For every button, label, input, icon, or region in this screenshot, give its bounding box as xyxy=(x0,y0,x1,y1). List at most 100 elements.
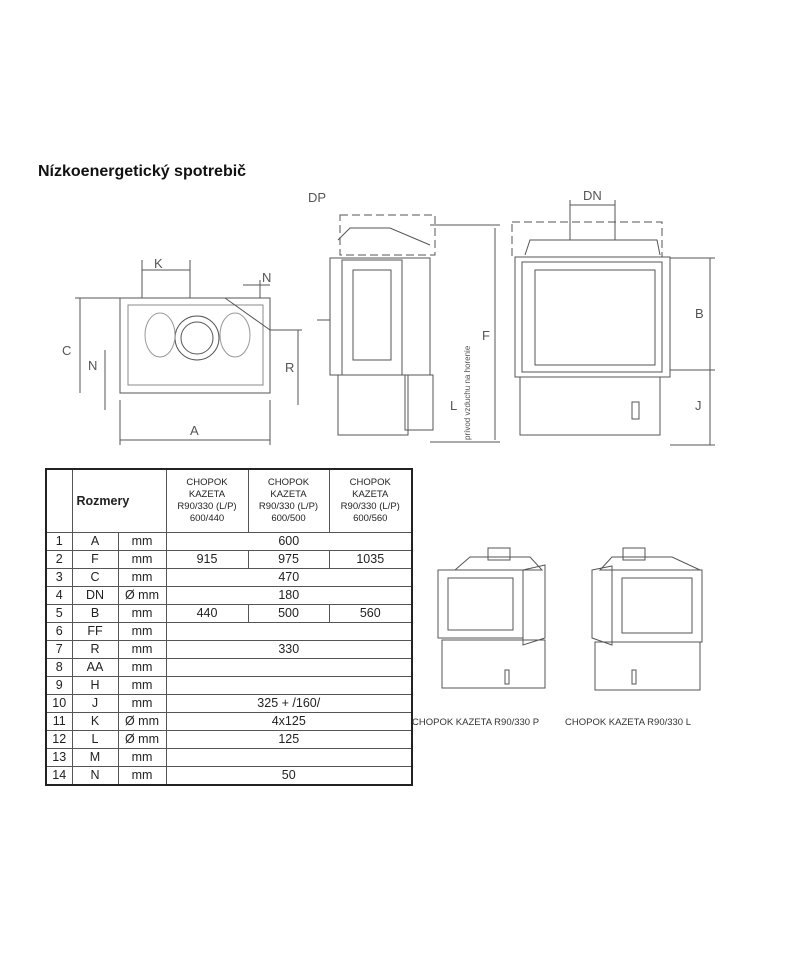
value-cell: 560 xyxy=(328,604,413,623)
air-intake-label: prívod vzduchu na horenie xyxy=(463,345,472,440)
unit: mm xyxy=(117,622,167,641)
page-title: Nízkoenergetický spotrebič xyxy=(38,163,247,180)
parameter: K xyxy=(71,712,119,731)
dim-label-r: R xyxy=(285,360,294,375)
row-number: 6 xyxy=(45,622,73,641)
dim-label-l: L xyxy=(450,398,457,413)
row-number: 10 xyxy=(45,694,73,713)
fireplace-3d-p xyxy=(437,547,546,689)
dim-label-j: J xyxy=(695,398,702,413)
parameter: N xyxy=(71,766,119,786)
row-number: 11 xyxy=(45,712,73,731)
parameter: AA xyxy=(71,658,119,677)
parameter: M xyxy=(71,748,119,767)
parameter: C xyxy=(71,568,119,587)
value-cell: 500 xyxy=(247,604,330,623)
row-number: 3 xyxy=(45,568,73,587)
value-cell: 915 xyxy=(165,550,249,569)
parameter: H xyxy=(71,676,119,695)
unit: Ø mm xyxy=(117,586,167,605)
front-view-drawing xyxy=(511,200,715,446)
parameter: DN xyxy=(71,586,119,605)
value-cell xyxy=(165,658,413,677)
value-cell: 325 + /160/ xyxy=(165,694,413,713)
parameter: B xyxy=(71,604,119,623)
value-cell: 600 xyxy=(165,532,413,551)
dim-label-n: N xyxy=(262,270,271,285)
top-view-drawing xyxy=(75,260,302,445)
unit: mm xyxy=(117,694,167,713)
unit: mm xyxy=(117,658,167,677)
unit: Ø mm xyxy=(117,712,167,731)
row-number: 13 xyxy=(45,748,73,767)
unit: mm xyxy=(117,532,167,551)
fireplace-3d-l xyxy=(591,547,703,691)
unit: mm xyxy=(117,550,167,569)
parameter: R xyxy=(71,640,119,659)
dim-label-dp: DP xyxy=(308,190,326,205)
caption-model-l: CHOPOK KAZETA R90/330 L xyxy=(565,717,692,728)
parameter: A xyxy=(71,532,119,551)
unit: mm xyxy=(117,604,167,623)
value-cell: 180 xyxy=(165,586,413,605)
row-number: 2 xyxy=(45,550,73,569)
row-number: 14 xyxy=(45,766,73,786)
parameter: FF xyxy=(71,622,119,641)
row-number: 7 xyxy=(45,640,73,659)
dim-label-n2: N xyxy=(88,358,97,373)
row-number: 12 xyxy=(45,730,73,749)
row-number: 8 xyxy=(45,658,73,677)
value-cell: 50 xyxy=(165,766,413,786)
unit: mm xyxy=(117,640,167,659)
value-cell xyxy=(165,748,413,767)
value-cell: 440 xyxy=(165,604,249,623)
caption-model-p: CHOPOK KAZETA R90/330 P xyxy=(412,717,540,728)
row-number: 5 xyxy=(45,604,73,623)
dim-label-dn: DN xyxy=(583,188,602,203)
unit: Ø mm xyxy=(117,730,167,749)
value-cell: 4x125 xyxy=(165,712,413,731)
unit: mm xyxy=(117,766,167,786)
value-cell xyxy=(165,676,413,695)
row-number: 4 xyxy=(45,586,73,605)
value-cell: 470 xyxy=(165,568,413,587)
value-cell xyxy=(165,622,413,641)
value-cell: 1035 xyxy=(328,550,413,569)
dim-label-k: K xyxy=(154,256,163,271)
unit: mm xyxy=(117,748,167,767)
header-rozmery: Rozmery xyxy=(71,468,167,533)
unit: mm xyxy=(117,676,167,695)
parameter: L xyxy=(71,730,119,749)
parameter: F xyxy=(71,550,119,569)
side-view-drawing xyxy=(317,214,500,443)
row-number: 9 xyxy=(45,676,73,695)
unit: mm xyxy=(117,568,167,587)
dim-label-f: F xyxy=(482,328,490,343)
row-number: 1 xyxy=(45,532,73,551)
value-cell: 125 xyxy=(165,730,413,749)
value-cell: 330 xyxy=(165,640,413,659)
dim-label-b: B xyxy=(695,306,704,321)
dim-label-a: A xyxy=(190,423,199,438)
value-cell: 975 xyxy=(247,550,330,569)
